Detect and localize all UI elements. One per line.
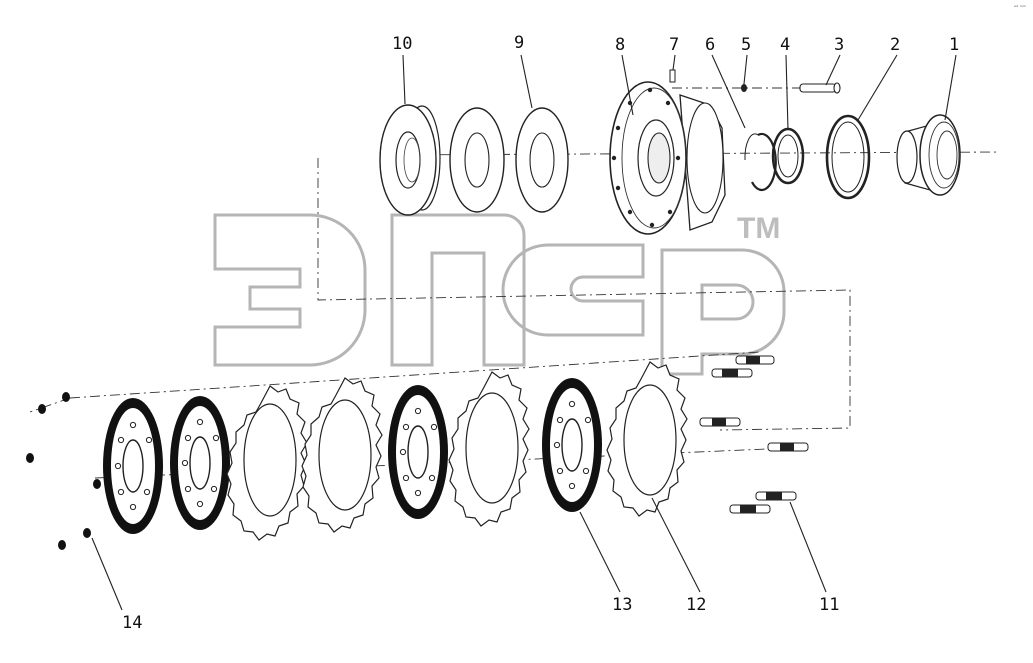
watermark-letter-e	[213, 213, 367, 367]
callout-1: 1	[949, 35, 959, 55]
friction-disc-1	[103, 398, 163, 534]
callout-14: 14	[122, 613, 142, 633]
pin-a	[735, 355, 775, 365]
part-4-o-ring	[771, 127, 805, 185]
pin-c	[699, 417, 741, 427]
part-7-set-screw	[669, 69, 676, 83]
part-14-fasteners	[26, 392, 101, 550]
callout-10: 10	[392, 34, 412, 54]
callout-6: 6	[705, 35, 715, 55]
callout-8: 8	[615, 35, 625, 55]
part-2-seal-ring	[825, 114, 871, 200]
callout-3: 3	[834, 35, 844, 55]
part-10-thrust-washer	[379, 104, 441, 216]
steel-plate-1	[226, 385, 308, 541]
part-12-steel-plate	[606, 361, 688, 517]
callout-7: 7	[669, 35, 679, 55]
callout-9: 9	[514, 33, 524, 53]
pin-e	[755, 491, 797, 501]
callout-12: 12	[686, 595, 706, 615]
part-5-nut	[741, 84, 747, 92]
callout-5: 5	[741, 35, 751, 55]
callout-4: 4	[780, 35, 790, 55]
watermark-letter-s	[501, 243, 645, 337]
watermark: TM	[213, 212, 786, 376]
steel-plate-2	[301, 377, 383, 533]
callout-11: 11	[819, 595, 839, 615]
part-8-housing	[609, 81, 726, 235]
part-6-snap-ring	[744, 132, 777, 192]
part-9-washers	[449, 107, 569, 213]
pin-d	[767, 442, 809, 452]
part-1-hub	[896, 114, 961, 196]
friction-disc-3	[388, 385, 448, 519]
callout-13: 13	[612, 595, 632, 615]
watermark-tm: TM	[737, 212, 780, 245]
friction-disc-2	[170, 396, 230, 530]
part-13-friction-disc	[542, 378, 602, 512]
watermark-letter-p	[390, 213, 526, 367]
part-11-pins	[699, 355, 809, 514]
corner-tag: ᵉᵈ ᵐᵐ	[1014, 5, 1026, 11]
watermark-letter-p2	[660, 248, 786, 376]
callout-2: 2	[890, 35, 900, 55]
disc-bolt-holes	[114, 400, 592, 511]
pin-f	[729, 504, 771, 514]
leader-lines	[91, 54, 957, 611]
callouts: 1 2 3 4 5 6 7 8 9 10 11 12 13 14	[122, 33, 959, 633]
steel-plate-3	[448, 371, 530, 527]
pin-b	[711, 368, 753, 378]
part-3-pin	[799, 82, 841, 94]
